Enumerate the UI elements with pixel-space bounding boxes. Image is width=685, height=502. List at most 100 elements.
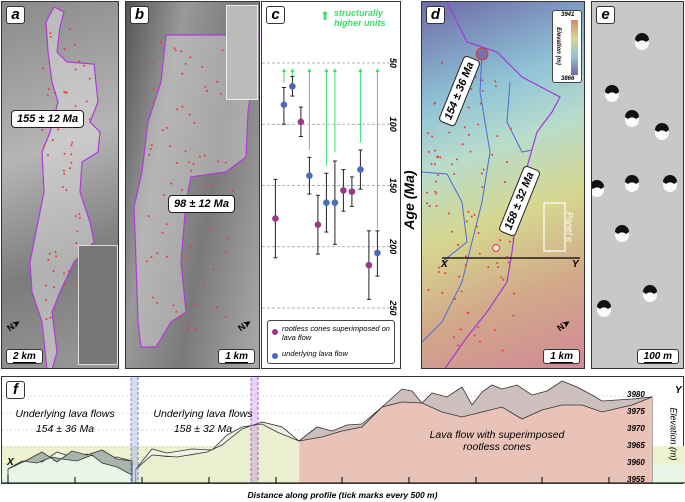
rootless-cone-marker bbox=[219, 92, 222, 95]
crater-shadow bbox=[663, 175, 677, 184]
rootless-cone-marker bbox=[456, 158, 459, 161]
rootless-cone-marker bbox=[85, 100, 88, 103]
age-point bbox=[314, 221, 322, 228]
rootless-cone-marker bbox=[474, 76, 477, 79]
rootless-cone-marker bbox=[476, 225, 479, 228]
rootless-cone-marker bbox=[51, 139, 54, 142]
y-tick-label: 50 bbox=[388, 58, 398, 68]
panel-label: d bbox=[426, 6, 445, 24]
crater-shadow bbox=[625, 175, 639, 184]
rootless-cone-marker bbox=[450, 230, 453, 233]
rootless-cone-marker bbox=[427, 150, 430, 153]
rootless-cone-marker bbox=[48, 252, 51, 255]
rootless-cone-marker bbox=[187, 328, 190, 331]
rootless-cone-marker bbox=[463, 126, 466, 129]
rootless-cone-marker bbox=[467, 312, 470, 315]
rootless-cone-marker bbox=[189, 56, 192, 59]
rootless-cone-marker bbox=[49, 36, 52, 39]
rootless-cone-marker bbox=[54, 307, 57, 310]
rootless-cone-marker bbox=[63, 152, 66, 155]
rootless-cone-marker bbox=[437, 174, 440, 177]
age-point bbox=[272, 215, 279, 222]
scale-bar: 1 km bbox=[543, 349, 580, 364]
rootless-cone-marker bbox=[431, 135, 434, 138]
rootless-cone-marker bbox=[161, 231, 164, 234]
profile-start-label: X bbox=[7, 457, 14, 468]
rootless-cone-marker bbox=[172, 304, 175, 307]
rootless-cone-marker bbox=[458, 275, 461, 278]
rootless-cone-marker bbox=[460, 290, 463, 293]
rootless-cone-marker bbox=[64, 91, 67, 94]
rootless-cone-marker bbox=[477, 123, 480, 126]
rootless-cone-marker bbox=[447, 212, 450, 215]
rootless-cone-marker bbox=[478, 252, 481, 255]
rootless-cone-marker bbox=[62, 272, 65, 275]
y-tick-label: 200 bbox=[388, 238, 398, 254]
rootless-cone-marker bbox=[78, 213, 81, 216]
rootless-cone-marker bbox=[507, 261, 510, 264]
y-tick-label: 150 bbox=[388, 178, 398, 193]
rootless-cone-marker bbox=[163, 194, 166, 197]
rootless-cone-marker bbox=[478, 340, 481, 343]
rootless-cone-marker bbox=[43, 144, 46, 147]
rootless-cone-marker bbox=[201, 66, 204, 69]
rootless-cone-marker bbox=[76, 230, 79, 233]
elevation-tick-label: 3975 bbox=[627, 407, 645, 416]
rootless-cone-marker bbox=[159, 41, 162, 44]
rootless-cone-marker bbox=[174, 48, 177, 51]
age-point bbox=[348, 188, 356, 195]
age-point bbox=[374, 249, 381, 257]
elevation-profile bbox=[2, 377, 685, 483]
rootless-cone-marker bbox=[512, 237, 515, 240]
rootless-cone-marker bbox=[434, 190, 437, 193]
rootless-cone-marker bbox=[194, 328, 197, 331]
rootless-cone-marker bbox=[512, 292, 515, 295]
rootless-cone-marker bbox=[68, 28, 71, 31]
rootless-cone-marker bbox=[188, 113, 191, 116]
rootless-cone-marker bbox=[470, 215, 473, 218]
rootless-cone-marker bbox=[49, 316, 52, 319]
rootless-cone-marker bbox=[173, 47, 176, 50]
rootless-cone-marker bbox=[434, 163, 437, 166]
rootless-cone-marker bbox=[54, 92, 57, 95]
rootless-cone-marker bbox=[42, 67, 45, 70]
x-axis-label: Distance along profile (tick marks every… bbox=[247, 490, 438, 500]
crater-shadow bbox=[643, 285, 657, 294]
rootless-cone-marker bbox=[430, 163, 433, 166]
rootless-cone-marker bbox=[181, 72, 184, 75]
rootless-cone-marker bbox=[461, 143, 464, 146]
rootless-cone-marker bbox=[88, 118, 91, 121]
arrow-head bbox=[324, 68, 329, 73]
rootless-cone-marker bbox=[165, 255, 168, 258]
rootless-cone-marker bbox=[148, 153, 151, 156]
rootless-cone-marker bbox=[181, 188, 184, 191]
rootless-cone-marker bbox=[441, 61, 444, 64]
panel-label: a bbox=[6, 6, 25, 24]
rootless-cone-marker bbox=[193, 303, 196, 306]
rootless-cone-marker bbox=[49, 32, 52, 35]
lava-flow-outline bbox=[29, 6, 101, 368]
rootless-cone-marker bbox=[198, 155, 201, 158]
arrow-head bbox=[375, 68, 380, 73]
rootless-cone-marker bbox=[210, 183, 213, 186]
rootless-cone-marker bbox=[165, 126, 168, 129]
rootless-cone-marker bbox=[469, 150, 472, 153]
age-point bbox=[365, 261, 373, 269]
rootless-cone-marker bbox=[454, 297, 457, 300]
panel-label: e bbox=[596, 6, 615, 24]
rootless-cone-marker bbox=[188, 161, 191, 164]
rootless-cone-marker bbox=[441, 291, 444, 294]
panel-label: c bbox=[266, 6, 285, 24]
profile-end-label: Y bbox=[572, 259, 579, 270]
rootless-cone-marker bbox=[161, 129, 164, 132]
color-ramp bbox=[571, 20, 578, 75]
rootless-cone-marker bbox=[481, 89, 484, 92]
inset-image bbox=[226, 5, 258, 100]
rootless-cone-marker bbox=[70, 161, 73, 164]
rootless-cone-marker bbox=[184, 150, 187, 153]
rootless-cone-marker bbox=[491, 153, 494, 156]
rootless-cone-marker bbox=[176, 108, 179, 111]
rootless-cone-marker bbox=[481, 186, 484, 189]
rootless-cone-marker bbox=[175, 310, 178, 313]
